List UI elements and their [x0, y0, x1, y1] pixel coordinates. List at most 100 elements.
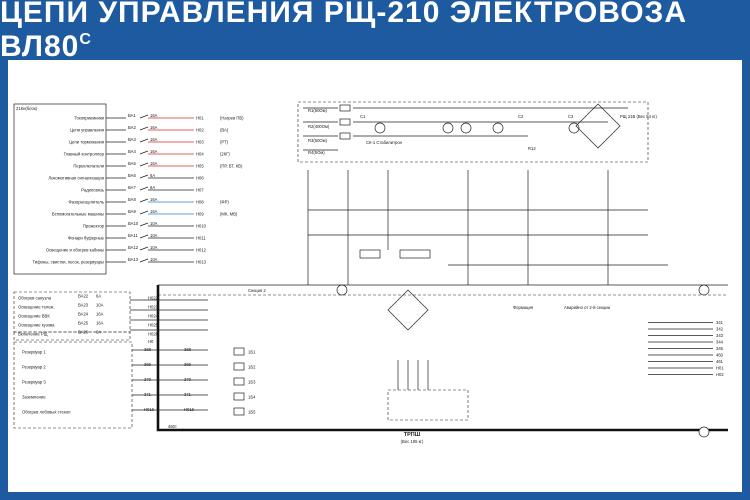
breaker-note: (ФР): [220, 200, 229, 205]
trpsh-windings: [397, 360, 429, 390]
lighting-breaker-id: ВА23: [78, 303, 89, 308]
transistor-4: [492, 122, 504, 134]
breaker-wire-number: Н010: [196, 224, 207, 229]
c1-label: С1: [360, 114, 366, 119]
right-wire-number: Н02: [716, 372, 724, 377]
breaker-rating: 16А: [150, 125, 158, 130]
breaker-note: (ВА): [220, 128, 229, 133]
right-wire-number: 461: [716, 359, 724, 364]
breaker-switch: [139, 162, 149, 167]
resistor-r2: [339, 118, 351, 126]
reservoir-wire-a: Н016: [144, 407, 155, 412]
breaker-id: ВА2: [128, 125, 136, 130]
breaker-wire-number: Н05: [196, 164, 204, 169]
breaker-wire-number: Н06: [196, 176, 204, 181]
reservoir-relay-coil: [233, 362, 245, 371]
reservoir-relay-id: 1Б5: [248, 410, 256, 415]
reservoir-wires: [132, 349, 208, 411]
rectifier-block: Формация Аварийно от 2-й секции: [307, 170, 710, 438]
c3-label: С3: [568, 114, 574, 119]
breaker-switch: [139, 174, 149, 179]
right-wire-number: Н01: [716, 366, 724, 371]
schematic-diagram: 21Кн(блок) РЩ 21В (Вес 54 кг) R1: [13, 101, 728, 444]
breaker-wire-number: Н03: [196, 140, 204, 145]
breaker-id: ВА1: [128, 113, 136, 118]
breaker-panel-frame: [13, 103, 107, 275]
breaker-panel-heading: 21Кн(блок): [16, 106, 38, 111]
lighting-breaker-id: ВА24: [78, 312, 89, 317]
lighting-breaker-rating: 6А: [96, 330, 101, 335]
page-title: ЦЕПИ УПРАВЛЕНИЯ РЩ-210 ЭЛЕКТРОВОЗА ВЛ80С: [0, 0, 750, 64]
breaker-rating: 6А: [150, 185, 155, 190]
breaker-id: ВА5: [128, 161, 136, 166]
breaker-note: (РТ): [220, 140, 229, 145]
reservoir-wire-b: 369: [184, 362, 192, 367]
breaker-rating: 10А: [150, 257, 158, 262]
trpsh-weight-label: (Вес 195 кг): [401, 439, 424, 444]
voltmeter-right: [698, 426, 710, 438]
breaker-row-label: Главный контроллер: [64, 152, 105, 157]
breaker-rating: 16А: [150, 209, 158, 214]
breaker-rating: 6А: [150, 173, 155, 178]
trpsh-frame: [387, 389, 469, 421]
breaker-id: ВА11: [128, 233, 138, 238]
ammeter: [336, 284, 348, 296]
trpsh-transformer: ТРПШ (Вес 195 кг): [387, 360, 469, 444]
reservoir-row-label: Заземление: [22, 395, 46, 400]
power-bus: [156, 284, 728, 432]
right-wire-number: 344: [716, 340, 724, 345]
breaker-switch: [139, 198, 149, 203]
breaker-switch: [139, 138, 149, 143]
breaker-id: ВА10: [128, 221, 139, 226]
gauge-right: [698, 284, 710, 296]
r1-label: R1(50Ом): [308, 108, 328, 113]
right-wire-number: 341: [716, 320, 724, 325]
breaker-row-label: Тифоны, свистки, песок, резервуары: [33, 260, 104, 265]
reservoir-row-label: Резервуар 3: [22, 380, 46, 385]
resistor-r1: [339, 104, 351, 112]
rsch-wires: [353, 107, 628, 137]
bridge-rectifier-top: [575, 103, 621, 149]
breaker-switch: [139, 222, 149, 227]
lighting-breaker-rating: 10А: [96, 303, 104, 308]
right-wire-number: 343: [716, 333, 724, 338]
breaker-id: ВА13: [128, 257, 139, 262]
rsch-block: РЩ 21В (Вес 54 кг) R1(50Ом) R2(400Ом) R3…: [297, 101, 657, 163]
r12-label: R12: [528, 146, 536, 151]
breaker-note: (МК, МВ): [220, 212, 238, 217]
reservoir-relay-id: 1Б4: [248, 395, 256, 400]
section-label: Секция 2: [248, 288, 266, 293]
breaker-rating: 10А: [150, 245, 158, 250]
lighting-breaker-rating: 16А: [96, 321, 104, 326]
lighting-breaker-id: ВА22: [78, 294, 89, 299]
reservoir-wire-a: 369: [144, 362, 152, 367]
breaker-row-label: Цепи управления: [70, 128, 104, 133]
breaker-row-label: Переключатели: [73, 164, 104, 169]
breaker-panel: 21Кн(блок): [13, 103, 107, 275]
right-wire-number: 460: [716, 353, 724, 358]
reservoir-relay-id: 1Б2: [248, 365, 256, 370]
reservoir-wire-b: 371: [184, 392, 192, 397]
relay-block-2: [399, 249, 431, 259]
breaker-id: ВА6: [128, 173, 136, 178]
stabilitron-label: СК-1 Стабилитрон: [366, 140, 403, 145]
breaker-row-label: Локомотивная сигнализация: [48, 176, 104, 181]
r4-label: R4(5Ом): [308, 150, 325, 155]
reservoir-wire-b: 368: [184, 347, 192, 352]
breaker-wire-number: Н013: [196, 260, 207, 265]
r3-label: R3(50Ом): [308, 138, 328, 143]
schematic-sheet: 21Кн(блок) РЩ 21В (Вес 54 кг) R1: [8, 60, 742, 492]
reservoir-row-label: Резервуар 2: [22, 365, 46, 370]
breaker-switch: [139, 186, 149, 191]
reservoir-wire-a: 371: [144, 392, 152, 397]
reservoir-relay-coil: [233, 377, 245, 386]
breaker-row-label: Фонари буферные: [68, 236, 105, 241]
right-wire-number: 345: [716, 346, 724, 351]
breaker-id: ВА12: [128, 245, 139, 250]
lighting-row-label: Освещение тележ.: [18, 305, 54, 310]
lighting-wire-number: Н024: [148, 314, 159, 319]
breaker-switch: [139, 150, 149, 155]
main-bus-line: [156, 285, 728, 432]
